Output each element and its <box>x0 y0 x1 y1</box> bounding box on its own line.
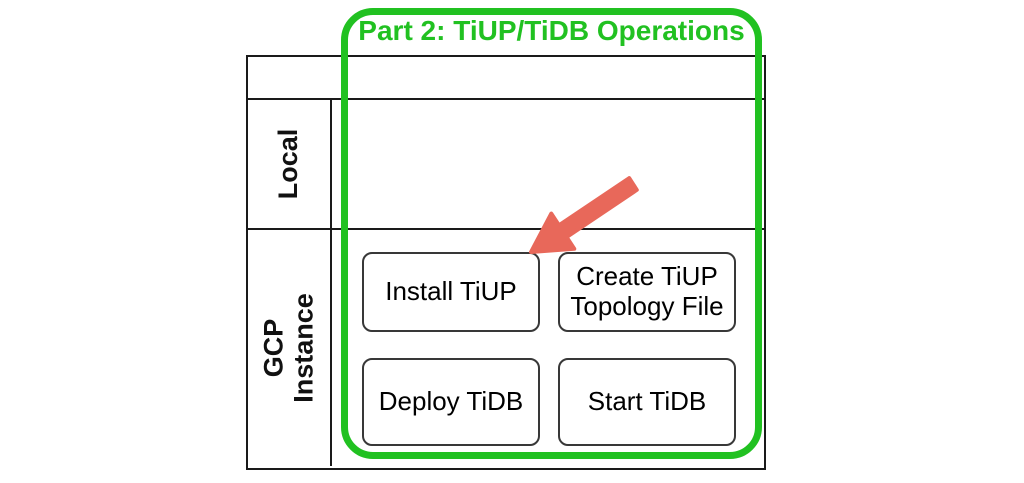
local-row-content <box>332 100 764 228</box>
row-header-gcp-instance: GCP Instance <box>248 230 332 466</box>
step-box-deploy-tidb: Deploy TiDB <box>362 358 540 446</box>
step-box-deploy-tidb-label: Deploy TiDB <box>378 386 524 417</box>
step-box-start-tidb: Start TiDB <box>558 358 736 446</box>
table-row-local: Local <box>248 100 764 230</box>
table-row-gcp-instance: GCP Instance <box>248 230 764 466</box>
row-header-gcp-instance-label: GCP Instance <box>258 293 318 403</box>
row-header-local-label: Local <box>273 128 304 200</box>
step-box-start-tidb-label: Start TiDB <box>587 386 707 417</box>
step-box-install-tiup-label: Install TiUP <box>385 276 517 307</box>
step-box-install-tiup: Install TiUP <box>362 252 540 332</box>
row-header-local: Local <box>248 100 332 228</box>
step-box-create-tiup-topology-file: Create TiUP Topology File <box>558 252 736 332</box>
part2-title: Part 2: TiUP/TiDB Operations <box>358 15 745 46</box>
step-box-create-tiup-topology-file-label: Create TiUP Topology File <box>570 261 724 321</box>
table-top-band <box>248 57 764 100</box>
